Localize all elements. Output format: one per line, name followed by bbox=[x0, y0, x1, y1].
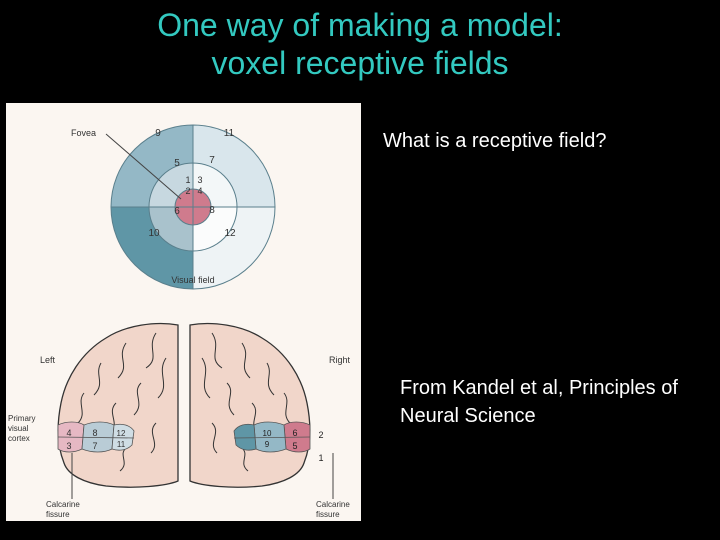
title-line-2: voxel receptive fields bbox=[211, 45, 509, 81]
left-num-12: 12 bbox=[117, 429, 126, 438]
vf-num-8: 8 bbox=[209, 205, 215, 216]
citation-text: From Kandel et al, Principles of Neural … bbox=[400, 377, 678, 427]
left-hemisphere bbox=[57, 322, 179, 488]
vf-num-2: 2 bbox=[185, 186, 190, 196]
vf-num-4: 4 bbox=[197, 186, 202, 196]
right-num-1: 1 bbox=[318, 453, 323, 463]
fovea-label: Fovea bbox=[71, 128, 96, 138]
right-region-10-9 bbox=[233, 423, 257, 451]
vf-num-9: 9 bbox=[155, 128, 161, 139]
right-num-9: 9 bbox=[265, 440, 270, 449]
vf-num-6: 6 bbox=[174, 206, 180, 217]
vf-num-3: 3 bbox=[197, 175, 202, 185]
right-side-label: Right bbox=[329, 355, 351, 365]
calcarine-right-line-2: fissure bbox=[316, 510, 340, 519]
vf-num-12: 12 bbox=[224, 228, 236, 239]
right-num-5: 5 bbox=[292, 441, 297, 451]
calcarine-left-line-2: fissure bbox=[46, 510, 70, 519]
title-line-1: One way of making a model: bbox=[157, 7, 563, 43]
visual-field-caption: Visual field bbox=[171, 275, 214, 285]
vf-num-10: 10 bbox=[148, 228, 160, 239]
vf-num-5: 5 bbox=[174, 158, 180, 169]
calcarine-right-line-1: Calcarine bbox=[316, 500, 350, 509]
left-num-11: 11 bbox=[117, 440, 126, 449]
question-text: What is a receptive field? bbox=[383, 130, 607, 152]
cortex-label-line-1: Primary bbox=[8, 414, 36, 423]
brain-diagram: 4 8 12 3 7 11 10 6 2 9 5 1 Left Right Pr… bbox=[8, 322, 351, 519]
slide-title: One way of making a model: voxel recepti… bbox=[0, 6, 720, 82]
vf-num-1: 1 bbox=[185, 175, 190, 185]
cortex-label-line-2: visual bbox=[8, 424, 29, 433]
left-num-3: 3 bbox=[66, 441, 71, 451]
kandel-figure: Fovea 9 11 5 7 1 3 2 4 6 8 10 12 Visual … bbox=[6, 103, 361, 521]
right-hemisphere bbox=[189, 322, 311, 488]
left-side-label: Left bbox=[40, 355, 56, 365]
left-num-7: 7 bbox=[92, 441, 97, 451]
figure-svg: Fovea 9 11 5 7 1 3 2 4 6 8 10 12 Visual … bbox=[8, 124, 351, 519]
right-num-2: 2 bbox=[318, 430, 323, 440]
vf-num-11: 11 bbox=[224, 128, 235, 139]
vf-num-7: 7 bbox=[209, 155, 215, 166]
right-num-6: 6 bbox=[292, 428, 297, 438]
left-region-12-11 bbox=[111, 423, 135, 451]
right-num-10: 10 bbox=[263, 429, 272, 438]
left-num-8: 8 bbox=[92, 428, 97, 438]
cortex-label-line-3: cortex bbox=[8, 434, 30, 443]
calcarine-left-line-1: Calcarine bbox=[46, 500, 80, 509]
fovea-pointer-line bbox=[105, 133, 182, 200]
visual-field-diagram: Fovea 9 11 5 7 1 3 2 4 6 8 10 12 Visual … bbox=[71, 124, 276, 290]
left-num-4: 4 bbox=[66, 428, 71, 438]
